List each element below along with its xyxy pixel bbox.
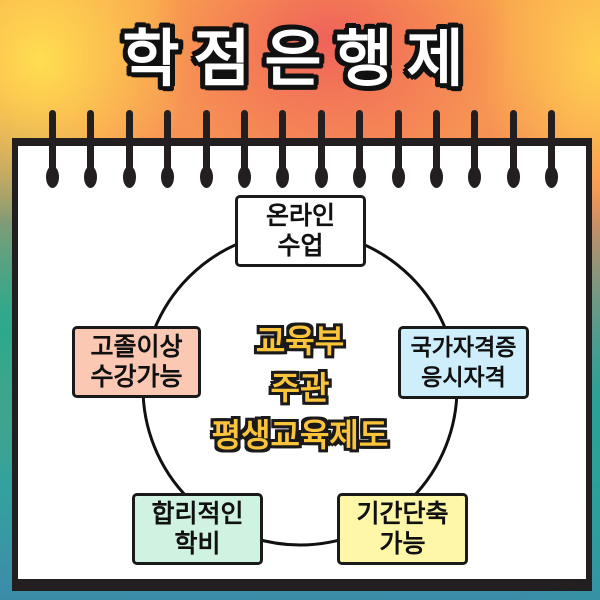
center-line-1: 교육부 <box>255 322 345 360</box>
node-high-school-eligibility: 고졸이상 수강가능 <box>72 326 201 398</box>
binding-ring <box>46 110 59 188</box>
node-qualification-line-2: 응시자격 <box>421 364 506 391</box>
node-online-line-1: 온라인 <box>265 201 335 230</box>
node-shorten-line-1: 기간단축 <box>356 499 449 528</box>
center-label: 교육부 주관 평생교육제도 <box>190 318 410 459</box>
binding-ring <box>199 110 213 188</box>
binding-ring <box>506 110 520 188</box>
binding-ring <box>122 110 136 188</box>
binding-ring <box>545 110 559 188</box>
binding-ring <box>391 110 405 188</box>
node-period-shortening: 기간단축 가능 <box>337 493 468 565</box>
node-national-certificate: 국가자격증 응시자격 <box>398 326 529 399</box>
binding-ring <box>276 110 290 188</box>
center-line-2: 주관 <box>270 369 330 407</box>
binding-ring <box>468 110 482 188</box>
binding-ring <box>161 110 175 188</box>
node-qualification-line-1: 국가자격증 <box>410 334 517 361</box>
binding-ring <box>238 110 251 188</box>
node-online-class: 온라인 수업 <box>235 195 366 267</box>
node-online-line-2: 수업 <box>277 231 324 260</box>
binding-ring <box>430 110 443 188</box>
node-eligibility-line-1: 고졸이상 <box>90 332 183 361</box>
binding-ring <box>84 110 98 188</box>
center-line-3: 평생교육제도 <box>211 416 389 454</box>
node-tuition-line-1: 합리적인 <box>151 499 244 528</box>
node-shorten-line-2: 가능 <box>379 529 426 558</box>
node-reasonable-tuition: 합리적인 학비 <box>132 493 263 565</box>
binding-ring <box>353 110 367 188</box>
node-eligibility-line-2: 수강가능 <box>90 362 183 391</box>
page-title: 학점은행제 <box>122 22 478 95</box>
node-tuition-line-2: 학비 <box>174 529 221 558</box>
binding-ring <box>314 110 328 188</box>
